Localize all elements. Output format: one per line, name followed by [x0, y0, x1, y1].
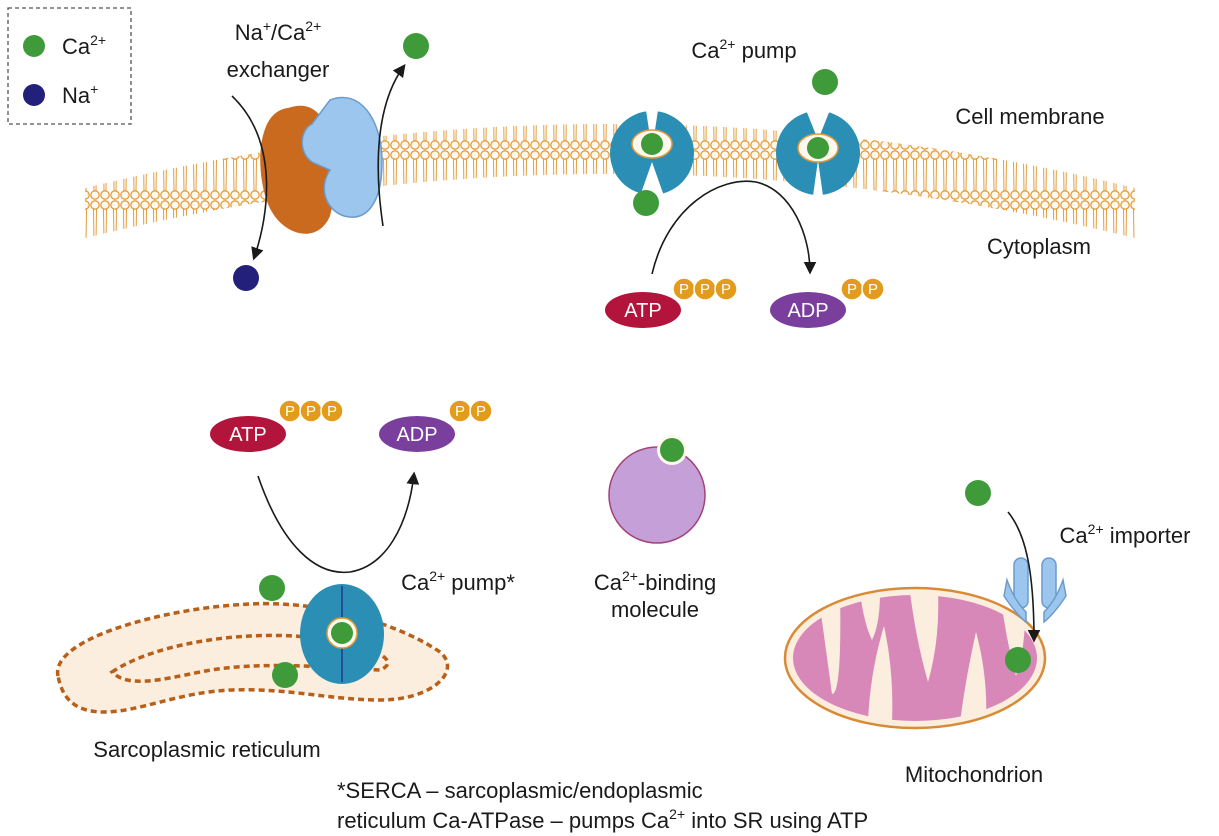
adp-molecule-top: ADP P P [770, 277, 885, 328]
mitochondrial-uptake-arrow [1007, 511, 1041, 643]
phosphate-label: P [476, 403, 486, 420]
atp-label: ATP [229, 424, 266, 446]
phosphate-label: P [700, 281, 710, 298]
cytosolic-calcium-ion [965, 480, 991, 506]
sarcoplasmic-reticulum-label: Sarcoplasmic reticulum [93, 737, 320, 762]
adp-molecule-bottom: ADP P P [379, 399, 493, 452]
phosphate-icon [320, 399, 344, 423]
sodium-ion-icon [23, 84, 45, 106]
phosphate-icon [861, 277, 885, 301]
matrix-calcium-ion [1005, 647, 1031, 673]
atp-molecule-bottom: ATP P P P [210, 399, 344, 452]
legend-box [7, 7, 132, 125]
calcium-importer-label: Ca2+ importer [1060, 521, 1191, 548]
phosphate-label: P [721, 281, 731, 298]
sarcoplasmic-reticulum [56, 601, 450, 714]
phosphate-icon [714, 277, 738, 301]
legend: Ca2+ Na+ [7, 7, 132, 125]
legend-sodium-label: Na+ [62, 81, 98, 108]
phosphate-icon [469, 399, 493, 423]
pm-pump-label: Ca2+ pump [691, 36, 796, 63]
na-ca-exchanger: Na+/Ca2+ exchanger [227, 18, 429, 291]
sr-lumen-calcium-ion [272, 662, 298, 688]
serca-pump-label: Ca2+ pump* [401, 568, 515, 595]
exchanger-label-line2: exchanger [227, 57, 330, 82]
pump-open-outward [776, 110, 860, 196]
extruded-calcium-ion [812, 69, 838, 95]
cytosolic-calcium-ion [633, 190, 659, 216]
phosphate-label: P [455, 403, 465, 420]
exchanger-label-line1: Na+/Ca2+ [235, 18, 322, 45]
calcium-exit-arrow [377, 63, 406, 227]
serca-bound-calcium-ion [331, 622, 353, 644]
phosphate-label: P [285, 403, 295, 420]
pump-open-inward [610, 110, 694, 196]
calcium-ion-icon [23, 35, 45, 57]
mitochondrion [783, 586, 1047, 730]
binding-molecule-label-line2: molecule [611, 597, 699, 622]
phosphate-label: P [868, 281, 878, 298]
atp-label: ATP [624, 300, 661, 322]
atp-to-adp-arrow [651, 180, 817, 275]
serca-atp-to-adp-arrow [257, 471, 420, 574]
cell-membrane-label: Cell membrane [955, 104, 1104, 129]
sodium-entry-arrow [231, 95, 268, 261]
adp-label: ADP [396, 424, 437, 446]
phosphate-label: P [327, 403, 337, 420]
footnote-line2: reticulum Ca-ATPase – pumps Ca2+ into SR… [337, 806, 868, 833]
binding-molecule-label-line1: Ca2+-binding [594, 568, 716, 595]
pump-bound-calcium-ion [807, 137, 829, 159]
pump-bound-calcium-ion [641, 133, 663, 155]
exchanger-blue-subunit [301, 96, 383, 218]
bound-calcium-ion [660, 438, 684, 462]
footnote-line1: *SERCA – sarcoplasmic/endoplasmic [337, 778, 703, 803]
serca-pump [300, 584, 384, 684]
plasma-membrane-calcium-pump: Ca2+ pump [610, 36, 860, 275]
phosphate-label: P [306, 403, 316, 420]
calcium-binding-molecule: Ca2+-binding molecule [594, 435, 716, 622]
atp-molecule-top: ATP P P P [605, 277, 738, 328]
legend-calcium-label: Ca2+ [62, 32, 106, 59]
phosphate-label: P [847, 281, 857, 298]
cytosolic-calcium-ion [259, 575, 285, 601]
adp-label: ADP [787, 300, 828, 322]
phosphate-label: P [679, 281, 689, 298]
cell-membrane [85, 124, 1135, 238]
cytoplasm-label: Cytoplasm [987, 234, 1091, 259]
mitochondrion-label: Mitochondrion [905, 762, 1043, 787]
imported-sodium-ion [233, 265, 259, 291]
exported-calcium-ion [403, 33, 429, 59]
calcium-importer [1003, 557, 1067, 624]
